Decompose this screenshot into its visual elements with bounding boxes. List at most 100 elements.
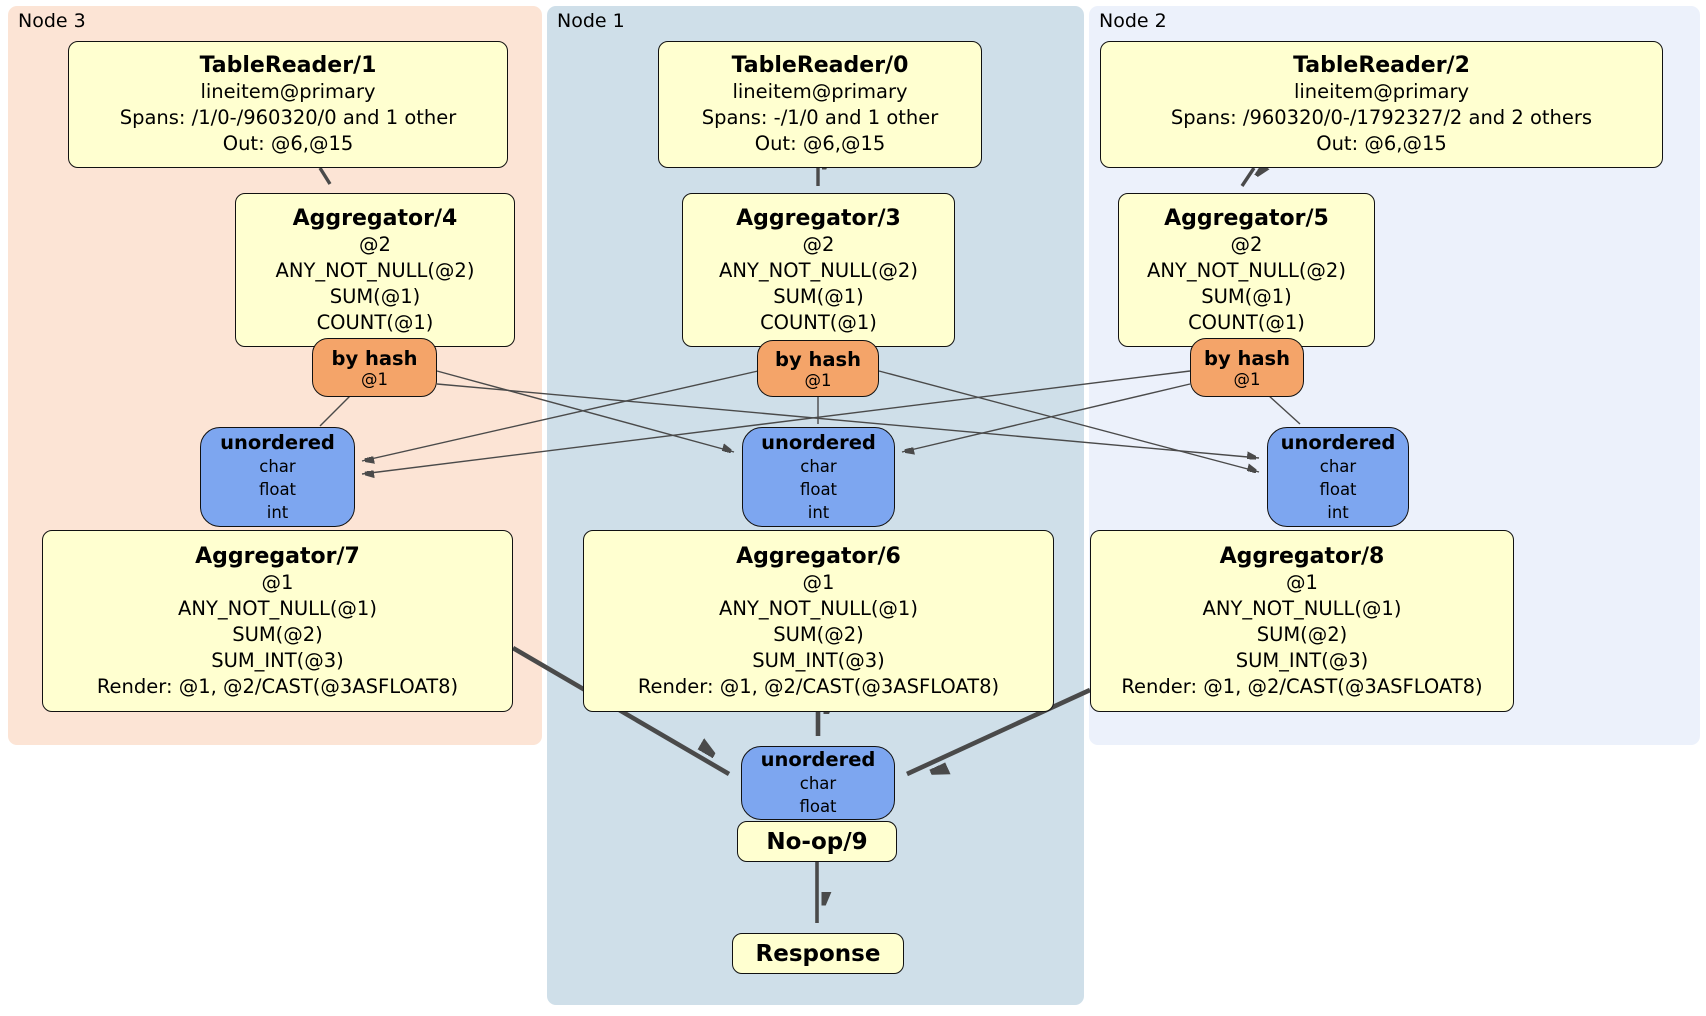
processor-title: TableReader/1 (199, 53, 377, 78)
processor-line: SUM_INT(@3) (211, 648, 344, 672)
sync-line: int (1327, 502, 1349, 522)
sync-line: int (266, 502, 289, 522)
processor-title: TableReader/0 (731, 53, 909, 78)
edge-hash3-sync3 (319, 395, 351, 427)
processor-line: SUM_INT(@3) (752, 648, 885, 672)
processor-line: ANY_NOT_NULL(@1) (178, 596, 377, 620)
edge-tr1-agg4 (320, 168, 330, 185)
processor-line: ANY_NOT_NULL(@2) (1147, 258, 1346, 282)
sync-unordered-final: unordered char float (741, 746, 895, 820)
sync-unordered-node2: unordered char float int (1267, 427, 1409, 527)
sync-line: float (1319, 479, 1357, 499)
edge-hash1-sync3 (361, 370, 759, 461)
processor-line: Render: @1, @2/CAST(@3ASFLOAT8) (96, 674, 459, 698)
processor-aggregator-4: Aggregator/4 @2 ANY_NOT_NULL(@2) SUM(@1)… (235, 193, 515, 347)
processor-aggregator-6: Aggregator/6 @1 ANY_NOT_NULL(@1) SUM(@2)… (583, 530, 1054, 712)
node1-label: Node 1 (557, 10, 625, 32)
processor-aggregator-7: Aggregator/7 @1 ANY_NOT_NULL(@1) SUM(@2)… (42, 530, 513, 712)
sync-line: int (807, 502, 830, 522)
processor-title: Aggregator/3 (736, 205, 901, 231)
router-by-hash-node2: by hash @1 (1190, 338, 1304, 397)
processor-line: ANY_NOT_NULL(@2) (719, 258, 918, 282)
processor-aggregator-3: Aggregator/3 @2 ANY_NOT_NULL(@2) SUM(@1)… (682, 193, 955, 347)
processor-line: Spans: /1/0-/960320/0 and 1 other (119, 106, 457, 129)
processor-title: Aggregator/7 (195, 543, 360, 569)
processor-title: Aggregator/6 (736, 543, 901, 569)
processor-title: Aggregator/5 (1164, 205, 1329, 231)
processor-line: COUNT(@1) (316, 310, 434, 334)
processor-tablereader-1: TableReader/1 lineitem@primary Spans: /1… (68, 41, 508, 168)
sync-unordered-node3: unordered char float int (200, 427, 355, 527)
processor-line: @1 (802, 570, 835, 594)
processor-line: Out: @6,@15 (1316, 132, 1447, 155)
sync-title: unordered (1280, 430, 1396, 454)
sync-line: char (1319, 456, 1357, 476)
router-key: @1 (804, 370, 832, 390)
router-by-hash-node1: by hash @1 (757, 340, 879, 397)
edge-tr2-agg5 (1240, 168, 1254, 187)
processor-line: SUM(@2) (232, 622, 323, 646)
router-title: by hash (1204, 346, 1290, 370)
processor-line: COUNT(@1) (760, 310, 877, 334)
processor-line: SUM(@2) (773, 622, 864, 646)
edge-hash2-sync1 (901, 383, 1191, 452)
processor-title: Aggregator/4 (292, 205, 458, 231)
processor-line: ANY_NOT_NULL(@1) (1202, 596, 1402, 620)
processor-tablereader-0: TableReader/0 lineitem@primary Spans: -/… (658, 41, 982, 168)
sync-title: unordered (220, 430, 335, 454)
processor-line: lineitem@primary (1293, 80, 1470, 103)
processor-response: Response (732, 933, 904, 974)
sync-line: char (800, 456, 837, 476)
processor-title: No-op/9 (766, 828, 868, 855)
processor-line: lineitem@primary (200, 80, 376, 103)
processor-line: Spans: /960320/0-/1792327/2 and 2 others (1170, 106, 1593, 129)
processor-line: Spans: -/1/0 and 1 other (701, 106, 939, 129)
sync-line: float (799, 479, 838, 499)
processor-line: SUM(@1) (1201, 284, 1292, 308)
node3-label: Node 3 (18, 10, 86, 32)
router-title: by hash (331, 346, 418, 370)
sync-line: char (259, 456, 296, 476)
processor-line: Render: @1, @2/CAST(@3ASFLOAT8) (637, 674, 1000, 698)
processor-line: @2 (359, 232, 391, 256)
router-key: @1 (361, 369, 388, 389)
sync-title: unordered (761, 430, 876, 454)
processor-line: COUNT(@1) (1188, 310, 1305, 334)
edge-agg8-syncfinal (906, 687, 1091, 777)
processor-line: SUM(@1) (329, 284, 421, 308)
processor-line: Out: @6,@15 (754, 132, 886, 155)
sync-line: float (258, 479, 297, 499)
processor-noop-9: No-op/9 (737, 821, 897, 862)
processor-line: @1 (1286, 570, 1318, 594)
processor-line: @2 (802, 232, 835, 256)
router-by-hash-node3: by hash @1 (312, 338, 437, 397)
processor-title: Response (755, 940, 881, 967)
processor-line: @1 (261, 570, 294, 594)
processor-aggregator-8: Aggregator/8 @1 ANY_NOT_NULL(@1) SUM(@2)… (1090, 530, 1514, 712)
node2-label: Node 2 (1099, 10, 1167, 32)
processor-line: ANY_NOT_NULL(@2) (275, 258, 475, 282)
sync-title: unordered (760, 748, 876, 771)
sync-line: char (799, 774, 837, 793)
processor-tablereader-2: TableReader/2 lineitem@primary Spans: /9… (1100, 41, 1663, 168)
edge-hash1-sync2 (878, 370, 1260, 472)
router-title: by hash (775, 347, 861, 371)
edge-hash3-sync1 (436, 370, 735, 452)
processor-title: TableReader/2 (1293, 53, 1470, 78)
sync-line: float (799, 797, 837, 816)
edge-hash2-sync3 (361, 370, 1191, 474)
processor-line: Render: @1, @2/CAST(@3ASFLOAT8) (1121, 674, 1483, 698)
router-key: @1 (1233, 369, 1261, 389)
processor-line: Out: @6,@15 (222, 132, 354, 155)
edge-hash2-sync2 (1267, 394, 1301, 425)
processor-aggregator-5: Aggregator/5 @2 ANY_NOT_NULL(@2) SUM(@1)… (1118, 193, 1375, 347)
processor-title: Aggregator/8 (1219, 543, 1385, 569)
sync-unordered-node1: unordered char float int (742, 427, 895, 527)
processor-line: SUM(@2) (1256, 622, 1348, 646)
processor-line: SUM(@1) (773, 284, 864, 308)
edge-hash3-sync2 (436, 383, 1260, 458)
processor-line: lineitem@primary (732, 80, 908, 103)
processor-line: @2 (1230, 232, 1263, 256)
processor-line: ANY_NOT_NULL(@1) (719, 596, 918, 620)
